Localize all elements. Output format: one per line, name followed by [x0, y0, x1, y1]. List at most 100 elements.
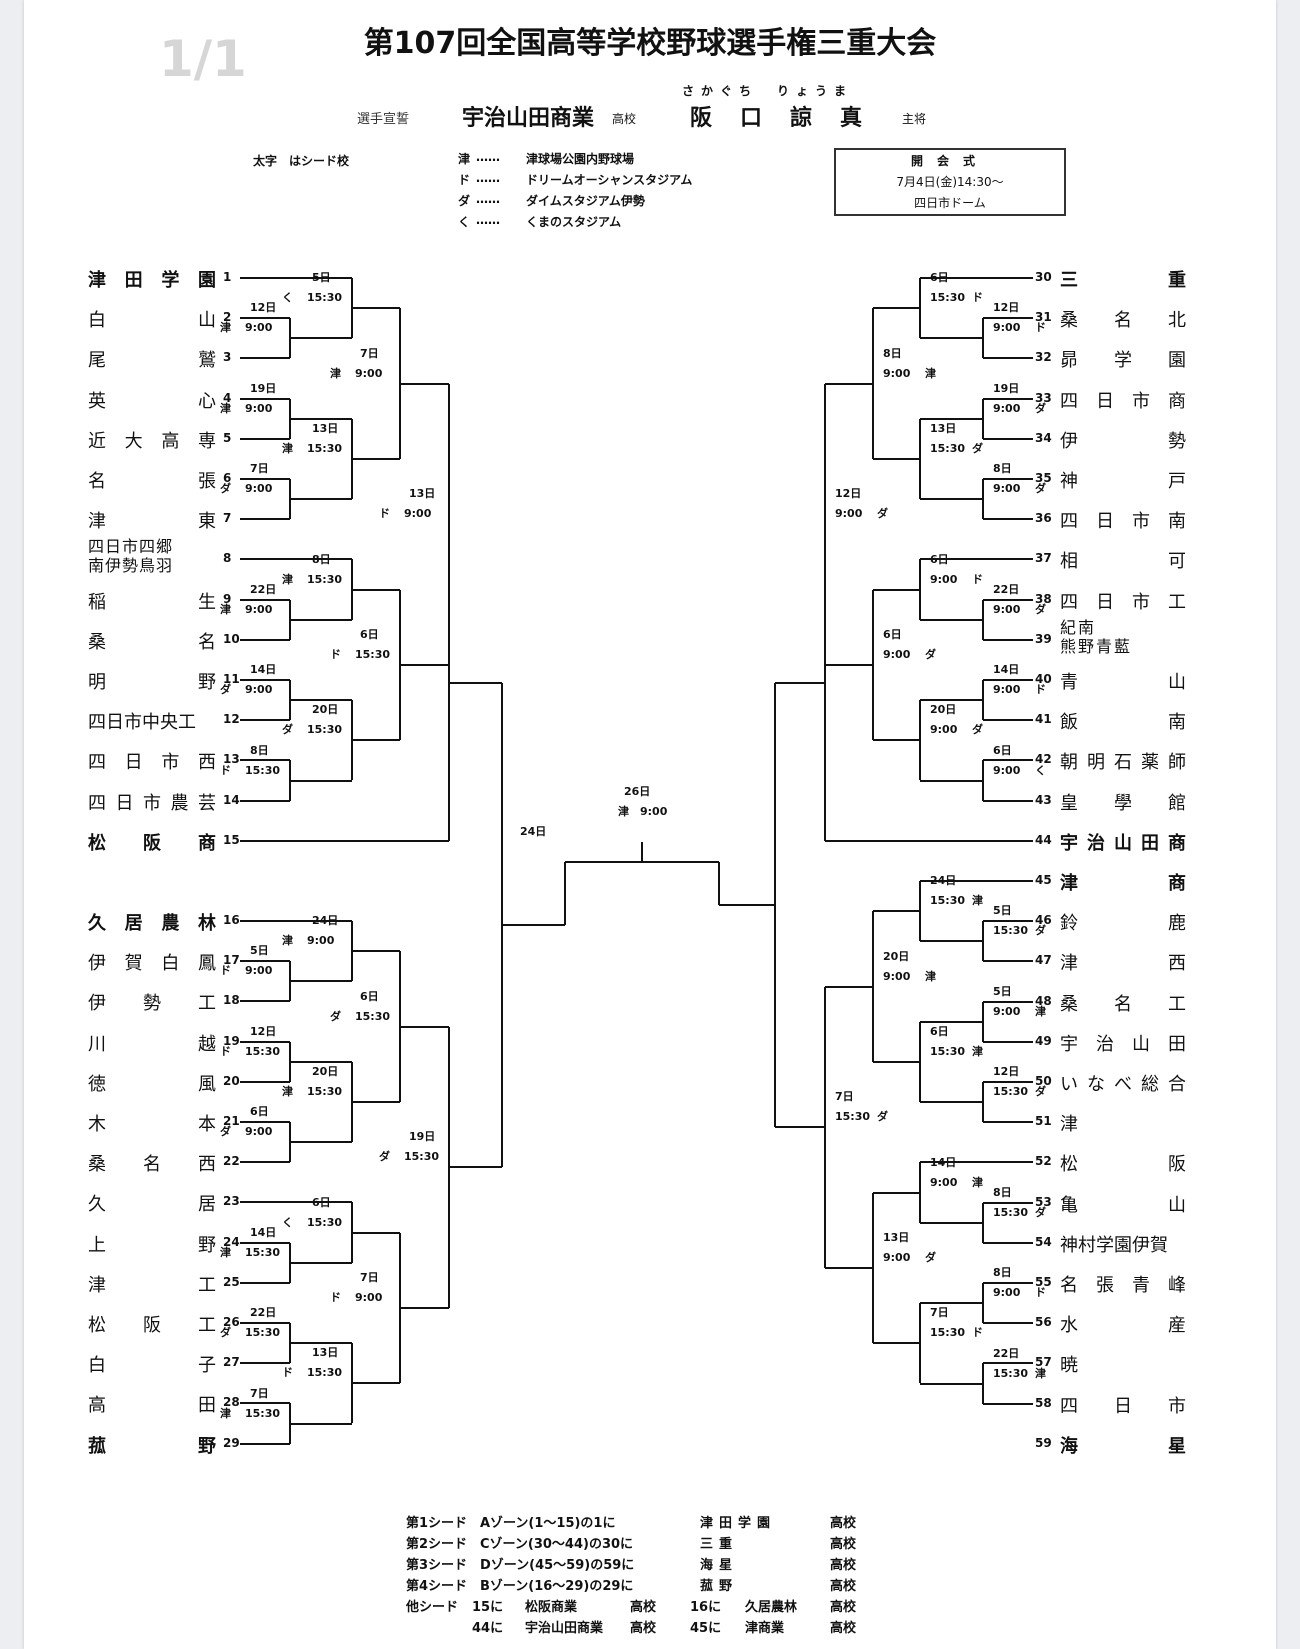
game-venue: ダ	[1035, 401, 1046, 415]
team-name: 尾鷲	[88, 346, 216, 372]
team-name-char: 桑	[1060, 993, 1078, 1015]
bracket-line	[290, 779, 352, 782]
game-venue: ド	[282, 1366, 293, 1380]
team-name: 皇學館	[1060, 789, 1186, 815]
team-name: 伊勢工	[88, 989, 216, 1015]
bracket-line	[564, 862, 566, 925]
team-name: 四日市工	[1060, 588, 1186, 614]
team-name-char: 四	[1060, 591, 1078, 613]
game-venue: 津	[220, 321, 231, 335]
team-name: 木本	[88, 1110, 216, 1136]
seed-note: 太字 はシード校	[253, 154, 350, 168]
team-name-char: 白	[88, 310, 106, 332]
team-name: 鈴鹿	[1060, 909, 1186, 935]
team-name-char: 阪	[1168, 1154, 1186, 1176]
team-number: 3	[223, 350, 232, 365]
bracket-line	[983, 1402, 1033, 1405]
bracket-line	[240, 960, 290, 963]
bracket-line	[825, 1266, 873, 1269]
game-time: 9:00	[930, 1175, 958, 1189]
game-date: 19日	[993, 381, 1020, 395]
game-date: 7日	[930, 1306, 949, 1320]
team-number: 32	[1035, 350, 1052, 365]
game-venue: ド	[220, 763, 231, 777]
team-name-line: 南伊勢鳥羽	[88, 556, 174, 576]
team-name-char: 伊	[88, 953, 106, 975]
team-name-char: 木	[88, 1114, 106, 1135]
team-name-char: 鹿	[1168, 913, 1186, 935]
game-venue: ダ	[220, 1125, 231, 1139]
bracket-line	[983, 357, 1033, 360]
game-time: 9:00	[883, 366, 911, 380]
bracket-line	[982, 479, 984, 520]
game-date: 19日	[409, 1130, 436, 1144]
team-name-char: 明	[1087, 752, 1105, 774]
game-venue: ダ	[220, 1326, 231, 1340]
bracket-line	[352, 950, 400, 953]
team-name: 名張青峰	[1060, 1271, 1186, 1297]
bracket-line	[983, 759, 1033, 762]
team-name-char: 商	[1168, 832, 1186, 854]
team-name-line: 紀南	[1060, 617, 1097, 637]
game-date: 7日	[360, 346, 379, 360]
team-name-char: 峰	[1168, 1275, 1186, 1296]
footer-sub-no: 45に	[690, 1621, 722, 1636]
bracket-line	[240, 1402, 290, 1405]
final-date: 26日	[624, 785, 651, 798]
team-name-char: 津	[88, 511, 106, 533]
game-time: 15:30	[355, 1009, 391, 1023]
bracket-line	[240, 839, 449, 842]
bracket-line	[920, 277, 1033, 279]
bracket-line	[873, 1060, 920, 1063]
game-time: 9:00	[355, 366, 383, 380]
bracket-line	[983, 478, 1033, 480]
bracket-line	[920, 498, 983, 501]
team-name-char: 松	[88, 832, 106, 854]
game-date: 19日	[250, 381, 277, 395]
team-number: 7	[223, 511, 232, 526]
bracket-line	[240, 357, 290, 360]
bracket-line	[920, 1161, 1033, 1164]
team-name: 四日市	[1060, 1392, 1186, 1418]
team-name: 四日市四郷南伊勢鳥羽	[88, 537, 216, 575]
team-number: 38	[1035, 591, 1052, 606]
team-name-char: 四	[1060, 511, 1078, 533]
team-name-char: 日	[1096, 511, 1114, 533]
page-title: 第107回全国高等学校野球選手権三重大会	[363, 26, 937, 61]
game-venue: ダ	[1035, 482, 1046, 496]
team-name-char: 鳳	[197, 953, 216, 975]
team-name-char: 山	[1168, 1194, 1186, 1216]
venue-name: ダイムスタジアム伊勢	[526, 194, 645, 208]
game-venue: 津	[220, 401, 231, 415]
team-name-char: 賀	[124, 953, 143, 975]
team-number: 40	[1035, 672, 1052, 686]
team-name-char: 産	[1168, 1315, 1186, 1337]
footer-suffix: 高校	[830, 1558, 857, 1573]
team-name-char: 津	[88, 270, 106, 291]
game-venue: 津	[220, 1245, 231, 1259]
bracket-line	[400, 663, 449, 666]
venue-abbr: ダ	[458, 194, 471, 208]
team-number: 23	[223, 1194, 240, 1209]
team-name-char: 津	[88, 1274, 106, 1296]
bracket-line	[240, 1281, 290, 1284]
team-name-char: 合	[1168, 1074, 1186, 1095]
bracket-line	[290, 1060, 352, 1063]
bracket-line	[824, 524, 826, 841]
team-name-char: 星	[1168, 1435, 1186, 1457]
game-time: 15:30	[993, 1366, 1029, 1380]
bracket-line	[920, 558, 1033, 561]
team-number: 47	[1035, 953, 1052, 968]
ceremony-venue: 四日市ドーム	[914, 196, 986, 210]
bracket-line	[290, 337, 352, 340]
game-time: 15:30	[245, 1245, 281, 1259]
bracket-line	[240, 1241, 290, 1244]
game-date: 5日	[993, 904, 1012, 918]
game-time: 15:30	[930, 441, 966, 455]
team-name-char: 北	[1168, 310, 1186, 332]
team-name-char: 宇	[1060, 832, 1078, 854]
team-name-char: 芸	[198, 792, 216, 814]
footer-zone: Aゾーン(1〜15)の1に	[480, 1516, 616, 1531]
game-venue: 津	[220, 602, 231, 616]
bracket-line	[982, 599, 984, 640]
